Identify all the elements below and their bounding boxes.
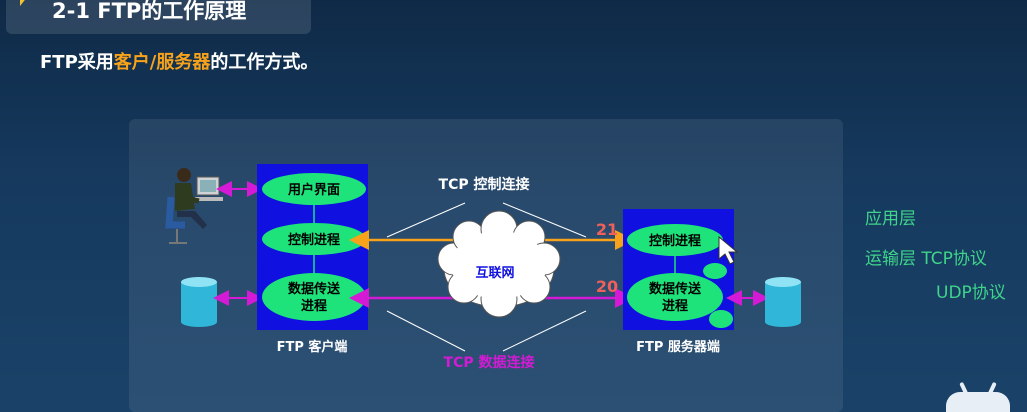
client-ui-label: 用户界面	[287, 182, 340, 198]
client-data-label-1: 数据传送	[288, 281, 341, 297]
subtitle-suffix: 的工作方式。	[210, 52, 319, 73]
subtitle-prefix: FTP采用	[40, 52, 114, 73]
internet-label: 互联网	[475, 266, 514, 281]
internet-cloud-icon	[437, 210, 561, 318]
ftp-diagram: 用户界面 控制进程 数据传送 进程 FTP 客户端 TCP 控制连接 互联网	[165, 164, 801, 371]
tcp-data-line-right	[502, 310, 587, 352]
slide-subtitle: FTP采用客户/服务器的工作方式。	[40, 48, 318, 74]
server-data-label-2: 进程	[662, 299, 688, 314]
transport-tcp-label: 运输层 TCP协议	[865, 249, 987, 269]
client-data-ellipse	[262, 273, 366, 321]
cursor-icon	[718, 235, 739, 265]
server-label: FTP 服务器端	[636, 339, 720, 355]
slide-title: 2-1 FTP的工作原理	[52, 0, 247, 23]
client-ui-ellipse	[262, 173, 366, 205]
client-ctrl-ellipse	[262, 223, 366, 255]
subtitle-highlight: 客户/服务器	[113, 52, 211, 73]
server-bubble-2	[709, 310, 733, 328]
diagram-panel: 用户界面 控制进程 数据传送 进程 FTP 客户端 TCP 控制连接 互联网	[129, 119, 843, 412]
port-control: 21	[596, 220, 618, 239]
client-label: FTP 客户端	[277, 339, 348, 355]
port-data: 20	[596, 277, 618, 296]
client-ctrl-label: 控制进程	[288, 232, 340, 248]
server-data-ellipse	[627, 273, 723, 321]
robot-mascot-icon	[946, 392, 1010, 412]
server-ctrl-ellipse	[627, 224, 723, 256]
title-tab: 2-1 FTP的工作原理	[6, 0, 311, 34]
server-bubble-1	[703, 263, 727, 279]
server-ctrl-label: 控制进程	[649, 233, 701, 249]
tcp-control-line-left	[386, 202, 466, 238]
tcp-control-label: TCP 控制连接	[439, 176, 530, 193]
app-layer-label: 应用层	[865, 209, 916, 229]
user-computer-icon	[165, 168, 223, 244]
client-data-label-2: 进程	[301, 299, 327, 314]
tcp-data-line-left	[386, 310, 466, 352]
client-database-icon	[181, 277, 217, 327]
server-database-icon	[765, 277, 801, 327]
server-data-label-1: 数据传送	[649, 281, 702, 297]
title-marker	[20, 0, 28, 6]
tcp-data-label: TCP 数据连接	[444, 354, 535, 371]
transport-udp-label: UDP协议	[936, 283, 1006, 303]
